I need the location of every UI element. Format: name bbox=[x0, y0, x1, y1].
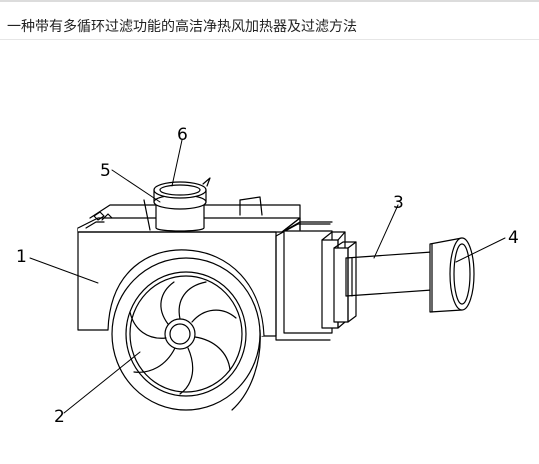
title-bar: 一种带有多循环过滤功能的高洁净热风加热器及过滤方法 bbox=[0, 0, 539, 40]
label-3: 3 bbox=[393, 193, 404, 213]
leader-lines bbox=[29, 139, 506, 414]
outlet-collar bbox=[429, 237, 475, 313]
top-port bbox=[143, 199, 205, 232]
top-cap bbox=[153, 177, 211, 210]
fan-wheel bbox=[111, 257, 261, 411]
connector-blocks bbox=[275, 221, 357, 341]
label-2: 2 bbox=[54, 407, 65, 427]
fan-blades bbox=[129, 281, 237, 395]
label-4: 4 bbox=[508, 228, 519, 248]
heater-drawing: 1 2 3 4 5 6 bbox=[16, 125, 519, 427]
outlet-pipe bbox=[345, 251, 433, 297]
patent-figure: 1 2 3 4 5 6 bbox=[0, 40, 539, 460]
label-1: 1 bbox=[16, 247, 27, 267]
label-5: 5 bbox=[100, 161, 111, 181]
page-title: 一种带有多循环过滤功能的高洁净热风加热器及过滤方法 bbox=[7, 19, 357, 35]
label-6: 6 bbox=[177, 125, 188, 145]
reference-numerals: 1 2 3 4 5 6 bbox=[16, 125, 519, 427]
